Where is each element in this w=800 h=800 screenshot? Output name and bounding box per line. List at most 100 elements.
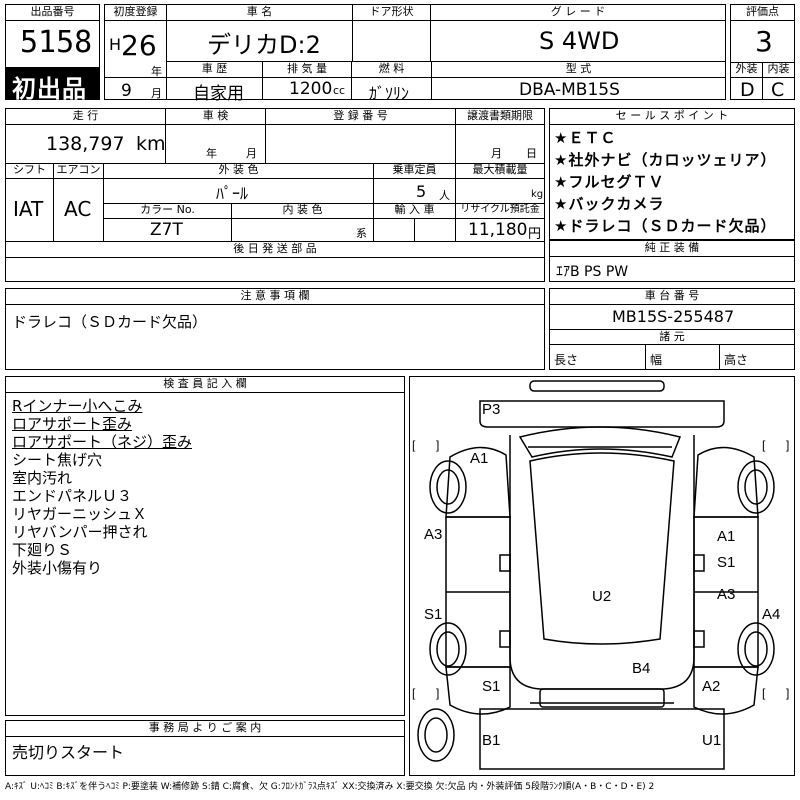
- selling-point: ★バックカメラ: [554, 195, 665, 213]
- ac: AC: [64, 197, 92, 221]
- mark-a4-right: A4: [762, 606, 780, 623]
- score-cell: 評価点 3 外装 内装 D C: [730, 4, 795, 101]
- mark-a3-right: A3: [717, 586, 735, 603]
- header-block: 出品番号 5158 初出品 初度登録 H 26 年 9 月 車 名 デリカD:2…: [5, 4, 795, 104]
- recycle-unit: 円: [528, 227, 542, 242]
- inspector-line: ロアサポート歪み: [12, 415, 133, 433]
- model-code: DBA-MB15S: [519, 80, 620, 100]
- mark-a2-rear-right: A2: [702, 678, 720, 695]
- car-name-row: 車 名 デリカD:2 ドア形状 グ レ ー ド S 4WD: [166, 4, 726, 62]
- inspection-month-unit: 月: [246, 147, 257, 160]
- chassis-number: MB15S-255487: [612, 307, 735, 326]
- doc-deadline-label: 譲渡書類期限: [456, 109, 544, 125]
- color-label: 外 装 色: [104, 163, 374, 179]
- svg-text:]: ]: [436, 686, 439, 700]
- length-label: 長さ: [554, 353, 579, 367]
- dims-label: 諸 元: [550, 329, 794, 345]
- spec-row: 車 歴 自家用 排 気 量 1200 cc 燃 料 ｶﾞｿﾘﾝ 型 式 DBA-…: [166, 61, 726, 104]
- inspector-line: 室内汚れ: [12, 469, 73, 487]
- car-name-label: 車 名: [167, 5, 353, 21]
- era: H: [109, 35, 122, 54]
- load-label: 最大積載量: [456, 163, 544, 179]
- svg-text:]: ]: [786, 686, 789, 700]
- exterior-label: 外装: [731, 62, 763, 78]
- selling-point: ★ＥＴＣ: [554, 129, 617, 147]
- first-registration-label: 初度登録: [105, 5, 166, 21]
- car-name: デリカD:2: [207, 31, 321, 59]
- first-listing-badge: 初出品: [6, 67, 99, 103]
- mark-b1: B1: [482, 732, 500, 749]
- svg-text:]: ]: [436, 438, 439, 452]
- chassis-label: 車 台 番 号: [550, 289, 794, 305]
- mark-s1-right: S1: [717, 554, 735, 571]
- shift-label: シフト: [6, 163, 54, 179]
- model-label: 型 式: [432, 62, 725, 78]
- inspector-line: ロアサポート（ネジ）歪み: [12, 433, 193, 451]
- inspector-line: リヤガーニッシュＸ: [12, 505, 148, 523]
- office-label: 事 務 局 よ り ご 案 内: [6, 721, 404, 737]
- registration-month: 9: [121, 81, 132, 101]
- recycle-label: リサイクル預託金: [456, 203, 544, 219]
- mileage: 138,797: [46, 133, 125, 155]
- fuel: ｶﾞｿﾘﾝ: [369, 84, 410, 103]
- registration-year: 26: [121, 29, 157, 62]
- interior-color-unit: 系: [356, 227, 367, 240]
- exterior-grade: D: [740, 79, 755, 101]
- svg-text:[: [: [762, 438, 766, 452]
- year-unit: 年: [151, 65, 162, 78]
- plate-label: 登 録 番 号: [266, 109, 456, 125]
- doc-day-unit: 日: [526, 147, 537, 160]
- height-label: 高さ: [724, 353, 749, 367]
- inspector-line: Rインナー小へこみ: [12, 397, 143, 415]
- width-label: 幅: [650, 353, 663, 367]
- lot-number-cell: 出品番号 5158 初出品: [5, 4, 100, 103]
- first-registration-cell: 初度登録 H 26 年 9 月: [104, 4, 167, 101]
- displacement: 1200: [289, 79, 333, 99]
- displacement-label: 排 気 量: [263, 62, 352, 78]
- specs-block: 走 行 車 検 登 録 番 号 譲渡書類期限 138,797 km 年 月 月 …: [5, 108, 545, 282]
- mark-s1-rear-left: S1: [482, 678, 500, 695]
- inspector-line: リヤバンパー押され: [12, 523, 148, 541]
- interior-grade: C: [771, 79, 785, 101]
- inspector-line: エンドパネルＵ３: [12, 487, 133, 505]
- inspection-year-unit: 年: [206, 147, 217, 160]
- color: ﾊﾟｰﾙ: [216, 184, 249, 203]
- door-label: ドア形状: [353, 5, 431, 21]
- selling-points-block: セ ー ル ス ポ イ ン ト ★ＥＴＣ ★社外ナビ（カロッツェリア） ★フルセ…: [549, 108, 795, 240]
- doc-month-unit: 月: [491, 147, 502, 160]
- load-unit: kg: [531, 189, 544, 200]
- chassis-block: 車 台 番 号 MB15S-255487 諸 元 長さ 幅 高さ: [549, 288, 795, 370]
- shift: IAT: [13, 197, 44, 221]
- ac-label: エアコン: [54, 163, 104, 179]
- damage-legend: A:ｷｽﾞ U:ﾍｺﾐ B:ｷｽﾞを伴うﾍｺﾐ P:要塗装 W:補修跡 S:錆 …: [5, 782, 655, 792]
- capacity-label: 乗車定員: [374, 163, 456, 179]
- mark-u1: U1: [702, 732, 721, 749]
- inspector-line: 外装小傷有り: [12, 559, 103, 577]
- interior-color-label: 内 装 色: [232, 203, 374, 219]
- mark-b4: B4: [632, 660, 650, 677]
- svg-text:[: [: [762, 686, 766, 700]
- car-diagram-svg: [] [] [] [] P3 A1 A1 S1 A3 A3 A4 S1 U2 B…: [412, 380, 789, 770]
- inspection-label: 車 検: [166, 109, 266, 125]
- interior-label: 内装: [763, 62, 794, 78]
- fuel-label: 燃 料: [352, 62, 432, 78]
- later-parts-label: 後 日 発 送 部 品: [6, 242, 544, 258]
- selling-point: ★フルセグＴＶ: [554, 173, 665, 191]
- svg-text:[: [: [412, 686, 416, 700]
- inspector-label: 検 査 員 記 入 欄: [6, 377, 404, 393]
- notes-block: 注 意 事 項 欄 ドラレコ（ＳＤカード欠品）: [5, 288, 545, 370]
- office-block: 事 務 局 よ り ご 案 内 売切りスタート: [5, 720, 405, 776]
- grade-label: グ レ ー ド: [431, 5, 725, 21]
- grade: S 4WD: [539, 27, 620, 55]
- notes-label: 注 意 事 項 欄: [6, 289, 544, 305]
- notes-text: ドラレコ（ＳＤカード欠品）: [12, 313, 208, 331]
- lot-number: 5158: [20, 25, 93, 60]
- lot-number-label: 出品番号: [6, 5, 99, 21]
- selling-points-list: ★ＥＴＣ ★社外ナビ（カロッツェリア） ★フルセグＴＶ ★バックカメラ ★ドラレ…: [554, 127, 776, 237]
- inspector-line: シート焦げ穴: [12, 451, 103, 469]
- inspector-line: 下廻りＳ: [12, 541, 73, 559]
- mark-u2: U2: [592, 588, 611, 605]
- recycle-fee: 11,180: [468, 220, 528, 240]
- score: 3: [755, 25, 773, 58]
- month-unit: 月: [151, 87, 162, 100]
